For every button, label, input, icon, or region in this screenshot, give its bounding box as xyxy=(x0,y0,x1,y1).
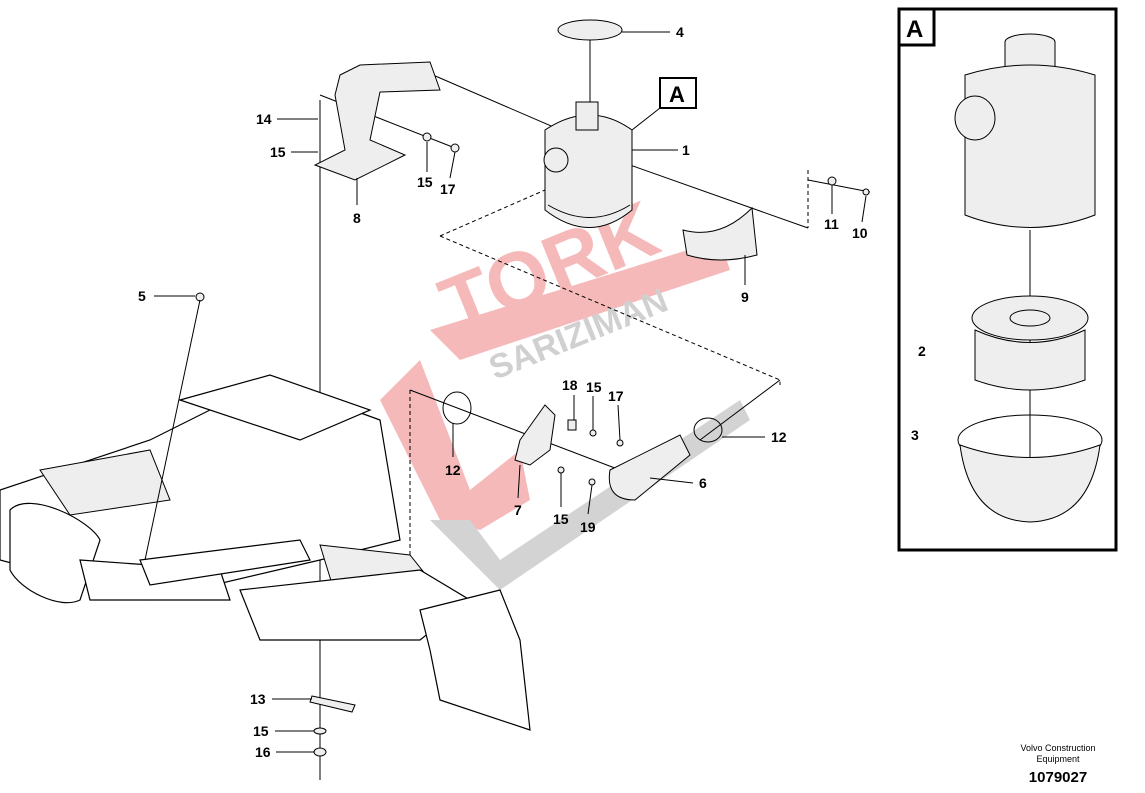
callout-6: 6 xyxy=(699,475,707,491)
company-name: Volvo Construction Equipment xyxy=(1020,743,1096,764)
part-5-sensor xyxy=(195,292,205,302)
callout-9: 9 xyxy=(741,289,749,305)
callout-7: 7 xyxy=(514,502,522,518)
callout-15: 15 xyxy=(417,174,433,190)
part-7-flange xyxy=(514,404,556,466)
callout-3: 3 xyxy=(911,427,919,443)
machine-frame xyxy=(0,374,531,731)
callout-8: 8 xyxy=(353,210,361,226)
detail-marker: A xyxy=(669,82,685,107)
assembly-line xyxy=(439,235,781,385)
callout-15: 15 xyxy=(553,511,569,527)
part-12-clamp xyxy=(693,417,723,443)
part-6-pipe xyxy=(608,434,691,501)
callout-17: 17 xyxy=(440,181,456,197)
callout-11: 11 xyxy=(824,216,839,232)
callout-12: 12 xyxy=(771,429,787,445)
drawing-number: 1079027 xyxy=(1028,769,1088,786)
part-12-clamp xyxy=(442,391,472,425)
callout-14: 14 xyxy=(256,111,272,127)
part-4-cap xyxy=(557,19,623,41)
callout-1: 1 xyxy=(682,142,690,158)
callout-19: 19 xyxy=(580,519,596,535)
callout-5: 5 xyxy=(138,288,146,304)
callout-16: 16 xyxy=(255,744,271,760)
inset-label: A xyxy=(906,16,923,43)
detail-marker-box xyxy=(659,77,697,109)
callout-12: 12 xyxy=(445,462,461,478)
callout-18: 18 xyxy=(562,377,578,393)
callout-17: 17 xyxy=(608,388,624,404)
callout-10: 10 xyxy=(852,225,868,241)
part-1-air-cleaner xyxy=(543,101,633,228)
callout-15: 15 xyxy=(253,723,269,739)
assembly-line xyxy=(439,189,546,237)
detail-inset: A xyxy=(897,7,1118,552)
callout-15: 15 xyxy=(586,379,602,395)
part-8-bracket xyxy=(313,61,441,181)
callout-13: 13 xyxy=(250,691,266,707)
callout-15: 15 xyxy=(270,144,286,160)
callout-4: 4 xyxy=(676,24,684,40)
callout-2: 2 xyxy=(918,343,926,359)
part-9-strap xyxy=(682,206,758,261)
